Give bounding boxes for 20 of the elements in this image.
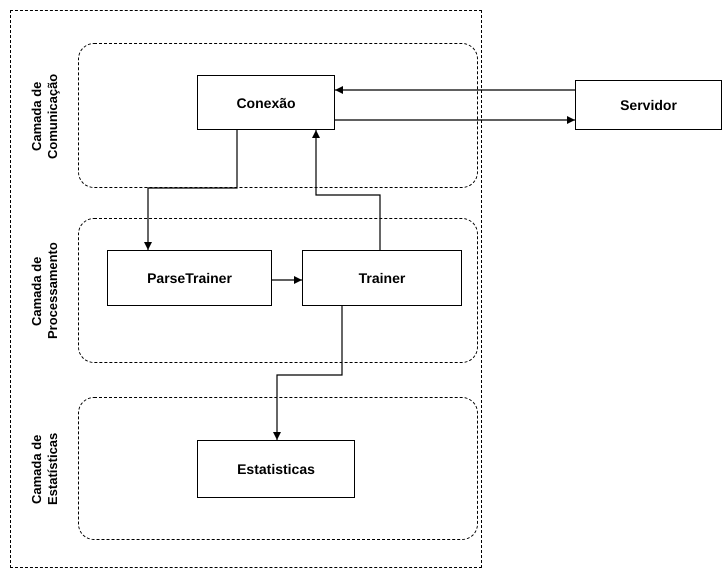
layer-title: Camada de Comunicação — [29, 72, 61, 160]
arrow — [312, 130, 381, 250]
arrow — [335, 86, 575, 94]
component-box — [197, 75, 335, 130]
component-box — [302, 250, 462, 306]
arrow — [272, 276, 302, 284]
component-box — [575, 80, 722, 130]
layer-title: Camada de Processamento — [29, 241, 61, 341]
layer-title: Camada de Estatísticas — [29, 431, 61, 507]
arrow — [273, 306, 343, 440]
arrow — [144, 130, 238, 250]
dashed-container — [10, 10, 482, 568]
component-label: Servidor — [620, 97, 677, 113]
component-label: Conexão — [236, 94, 296, 110]
component-label: Trainer — [358, 270, 406, 286]
component-box — [107, 250, 272, 306]
component-label: Estatisticas — [237, 461, 315, 477]
arrow — [335, 116, 575, 124]
component-box — [197, 440, 355, 498]
component-label: ParseTrainer — [147, 270, 232, 286]
